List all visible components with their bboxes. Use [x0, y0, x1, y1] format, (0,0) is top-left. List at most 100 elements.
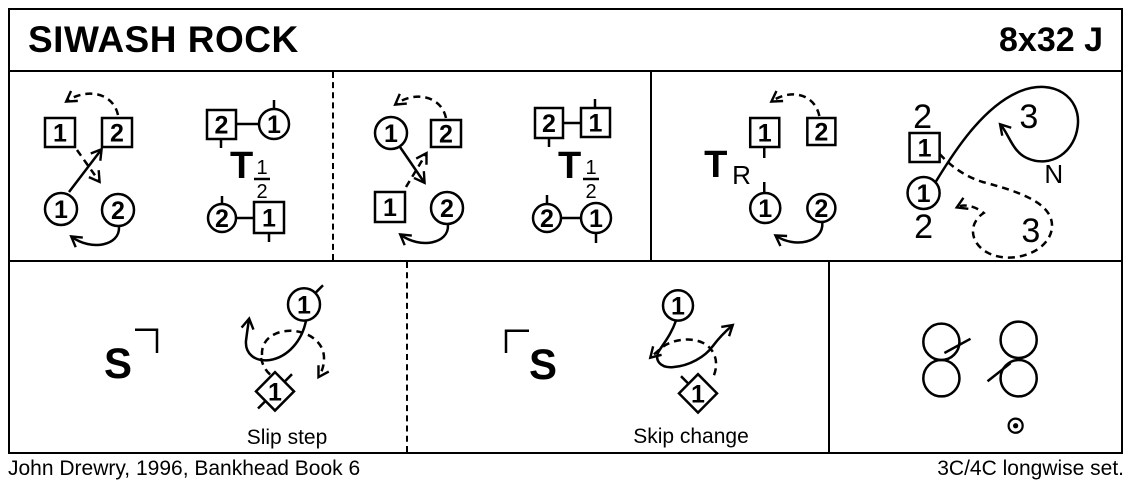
diamond-dancer-number: 1 [268, 378, 282, 406]
facing-tick [257, 400, 266, 410]
setting-loop-dashed [648, 338, 718, 376]
setting-symbol: S [104, 340, 132, 387]
dot-marker-icon [1007, 417, 1024, 434]
set-type: 3C/4C longwise set. [937, 457, 1124, 480]
step-caption: Slip step [247, 426, 328, 449]
turn-symbol: T [558, 145, 581, 187]
circle-dancer-number: 2 [440, 195, 454, 223]
facing-tick [680, 375, 689, 385]
circle-dancer-number: 1 [758, 195, 772, 223]
setting-loop-solid [240, 316, 308, 362]
cell-turn-right-cast: T R 1 2 1 2 2 [650, 72, 1121, 260]
figure-eight-loop [922, 358, 961, 398]
corner-bracket-icon [504, 329, 529, 353]
circle-dancer [806, 192, 837, 224]
cast-back-arc-dashed [769, 90, 821, 117]
square-dancer [748, 116, 781, 149]
square-dancer-number: 2 [814, 119, 828, 147]
footer: John Drewry, 1996, Bankhead Book 6 3C/4C… [8, 457, 1124, 481]
facing-tick [284, 373, 293, 383]
square-dancer-number: 1 [383, 194, 397, 222]
square-dancer [579, 106, 612, 139]
circle-dancer-number: 1 [384, 120, 398, 148]
skip-change-figure: S 1 1 Skip change [504, 289, 749, 448]
loop-couple-number: 3 [1019, 98, 1038, 136]
fraction-denominator: 2 [256, 181, 267, 203]
circle-dancer [531, 202, 563, 234]
square-dancer [43, 116, 77, 149]
dance-code: 8x32 J [999, 20, 1103, 59]
square-dancer [908, 131, 941, 164]
fraction-numerator: 1 [585, 157, 596, 179]
circle-dancer [906, 175, 941, 211]
step-caption: Skip change [633, 425, 749, 448]
square-dancer-number: 2 [542, 110, 556, 138]
cast-back-arc-solid [398, 224, 450, 246]
square-dancer [429, 118, 463, 149]
square-dancer [252, 200, 286, 235]
cast-back-arc-dashed [393, 93, 448, 119]
bars-row-1: 1 2 1 2 2 1 T 1 2 [10, 72, 1121, 260]
square-dancer-number: 1 [589, 110, 603, 138]
square-dancer-number: 1 [918, 135, 932, 163]
diamond-dancer [254, 370, 296, 413]
diamond-dancer [677, 372, 719, 415]
cross-diagonal-solid [68, 147, 104, 193]
title-bar: SIWASH ROCK 8x32 J [10, 10, 1121, 72]
near-hand-label: N [1044, 159, 1063, 189]
figure-eight-loop [922, 322, 961, 362]
cross-turn-2-figure: 1 2 1 2 2 1 T 1 2 [373, 93, 613, 246]
turn-symbol: T [704, 144, 727, 186]
figure-eight-entry-stroke [943, 337, 972, 355]
deviser-credit: John Drewry, 1996, Bankhead Book 6 [8, 457, 361, 480]
cell-slip-step: S 1 1 Slip step [10, 262, 406, 452]
circle-dancer [579, 201, 613, 235]
turn-symbol: T [230, 145, 253, 187]
square-dancer-number: 1 [262, 205, 276, 233]
fraction-denominator: 2 [585, 181, 596, 203]
turn-subscript-right: R [732, 160, 751, 190]
setting-loop-solid [656, 320, 735, 369]
setting-loop-dashed [260, 329, 330, 380]
standing-couple-number: 2 [914, 208, 933, 246]
circle-dancer [661, 289, 695, 322]
circle-dancer [100, 192, 136, 228]
setting-loop-dashed-tail [259, 357, 272, 377]
dot-marker-center [1013, 423, 1019, 429]
circle-dancer [373, 115, 409, 151]
cross-diagonal-dashed [404, 151, 428, 188]
cast-back-arc-solid [69, 226, 121, 248]
square-dancer [100, 116, 134, 149]
circle-dancer-number: 2 [111, 197, 125, 225]
cell-figure-eight [828, 262, 1121, 452]
circle-dancer-number: 1 [54, 196, 68, 224]
circle-dancer-number: 2 [540, 205, 554, 233]
circle-dancer [43, 191, 79, 227]
circle-dancer [286, 287, 322, 322]
square-dancer-number: 2 [215, 112, 229, 140]
cast-loop-solid [934, 85, 1080, 183]
diamond-dancer-number: 1 [691, 380, 705, 408]
diagram-frame: SIWASH ROCK 8x32 J 1 2 1 2 [8, 8, 1123, 454]
circle-dancer [748, 191, 782, 225]
circle-dancer-number: 1 [297, 291, 311, 319]
square-dancer-number: 1 [758, 120, 772, 148]
circle-dancer [429, 190, 465, 226]
figure-eight-entry-stroke [986, 362, 1012, 383]
circle-dancer-number: 1 [267, 111, 281, 139]
loop-couple-number: 3 [1021, 212, 1040, 250]
turn-right-cast-figure: T R 1 2 1 2 2 [704, 85, 1080, 259]
circle-dancer-number: 1 [917, 180, 931, 208]
square-dancer-number: 1 [53, 120, 67, 148]
circle-dancer-number: 2 [814, 195, 828, 223]
figure-eight-loop [999, 320, 1038, 360]
cross-diagonal-solid [398, 146, 426, 185]
bars-row-2: S 1 1 Slip step [10, 260, 1121, 452]
cell-cross-turn-1: 1 2 1 2 2 1 T 1 2 [10, 72, 332, 260]
slip-step-figure: S 1 1 Slip step [104, 284, 330, 449]
standing-couple-number: 2 [913, 98, 932, 136]
circle-dancer-number: 2 [215, 205, 229, 233]
page-title: SIWASH ROCK [28, 19, 299, 60]
figure-eight-symbols [922, 320, 1038, 434]
